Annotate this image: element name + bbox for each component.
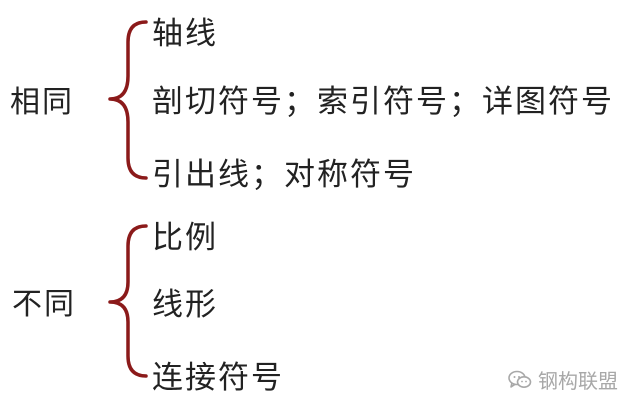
watermark-text: 钢构联盟	[538, 369, 618, 393]
item-axis-line: 轴线	[152, 16, 218, 52]
item-scale: 比例	[152, 220, 218, 256]
item-leader-symmetry-symbols: 引出线；对称符号	[152, 157, 416, 193]
item-line-type: 线形	[152, 287, 218, 323]
watermark: 钢构联盟	[508, 365, 618, 394]
group-label-same: 相同	[10, 85, 74, 120]
wechat-icon	[508, 370, 532, 388]
item-section-index-detail-symbols: 剖切符号；索引符号；详图符号	[152, 84, 614, 120]
item-connection-symbol: 连接符号	[152, 360, 284, 396]
group-label-different: 不同	[12, 287, 76, 322]
